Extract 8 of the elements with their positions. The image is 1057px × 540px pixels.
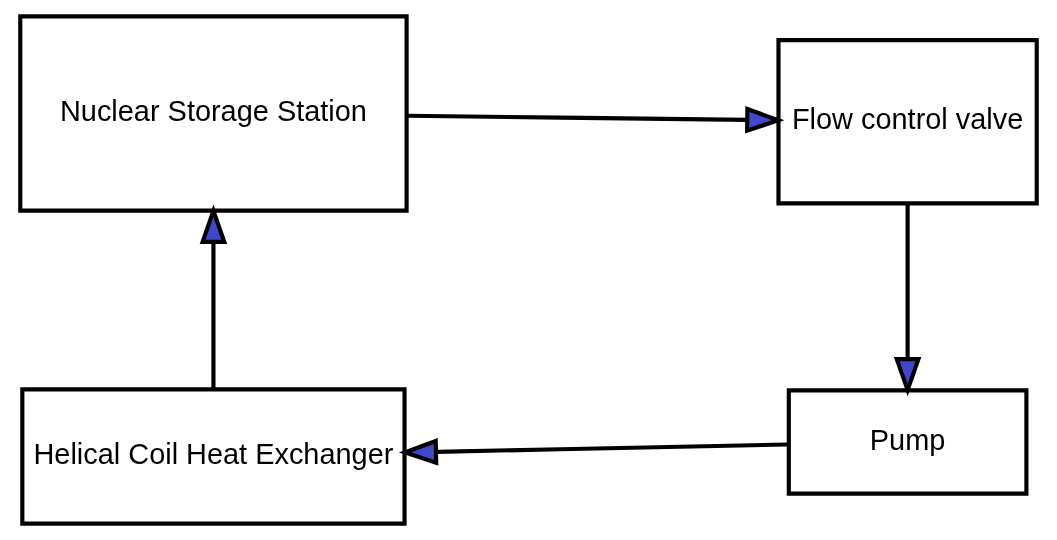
arrow: [893, 203, 922, 397]
node-box: Pump: [786, 388, 1029, 496]
arrow: [199, 204, 228, 389]
arrow: [398, 438, 788, 466]
node-box: Flow control valve: [776, 38, 1039, 206]
node-box: Helical Coil Heat Exchanger: [20, 387, 407, 526]
arrow: [406, 106, 785, 134]
node-box: Nuclear Storage Station: [18, 14, 409, 213]
